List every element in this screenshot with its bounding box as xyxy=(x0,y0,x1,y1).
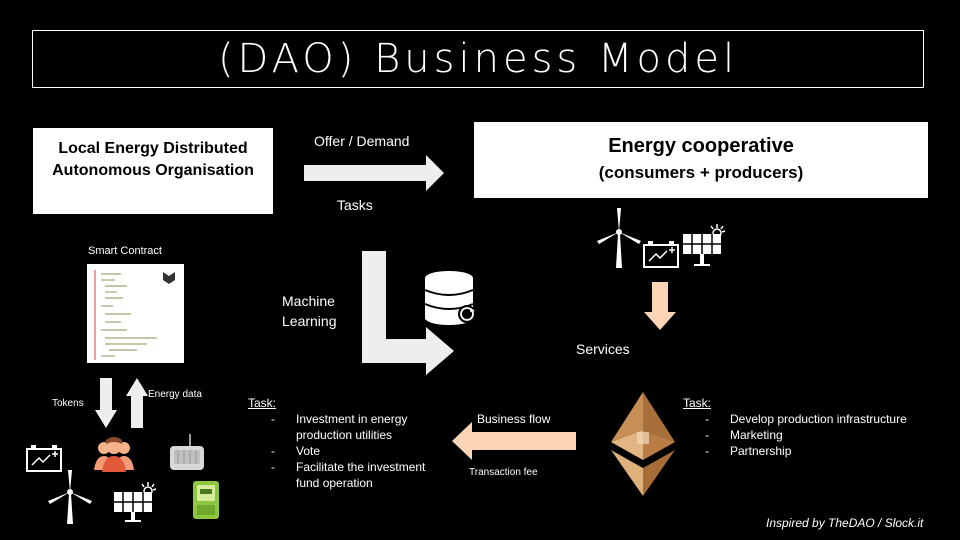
ethereum-icon xyxy=(611,392,675,496)
transaction-fee-label: Transaction fee xyxy=(469,467,538,478)
coop-box-line2: (consumers + producers) xyxy=(598,163,804,182)
community-icon xyxy=(94,437,134,472)
task-right-item: - Develop production infrastructure xyxy=(684,411,907,427)
business-flow-label: Business flow xyxy=(477,412,551,426)
services-label: Services xyxy=(576,341,630,357)
services-down-arrow xyxy=(644,282,676,330)
energy-data-up-arrow xyxy=(126,378,148,428)
task-right-item: - Marketing xyxy=(684,427,907,443)
coop-wind-turbine-icon xyxy=(597,208,641,268)
machine-label: Machine xyxy=(282,293,335,309)
tokens-down-arrow xyxy=(95,378,117,428)
offer-demand-label: Offer / Demand xyxy=(314,133,410,149)
dao-box-line1: Local Energy Distributed xyxy=(58,140,248,157)
dao-box-line2: Autonomous Organisation xyxy=(52,162,254,179)
task-left-text: Facilitate the investment xyxy=(296,460,426,474)
task-left-list: - Investment in energy production utiliti… xyxy=(250,411,425,491)
task-left-item: - Vote xyxy=(250,443,425,459)
task-right-item: - Partnership xyxy=(684,443,907,459)
task-left-text: fund operation xyxy=(296,476,373,490)
wind-turbine-icon xyxy=(48,470,92,524)
task-left-dash: - xyxy=(271,444,275,458)
task-left-text: Vote xyxy=(296,444,321,458)
credit-text: Inspired by TheDAO / Slock.it xyxy=(766,516,924,530)
learning-label: Learning xyxy=(282,313,337,329)
task-left-item: - Facilitate the investment fund operatio… xyxy=(250,459,425,491)
offer-demand-arrow xyxy=(304,155,444,191)
coop-box-line1: Energy cooperative xyxy=(608,135,794,157)
smart-contract-label: Smart Contract xyxy=(88,245,162,257)
energy-data-label: Energy data xyxy=(148,389,202,400)
tasks-label: Tasks xyxy=(337,197,373,213)
task-right-text: Marketing xyxy=(730,428,783,442)
task-left-heading: Task: xyxy=(248,396,277,410)
task-left-dash: - xyxy=(271,412,275,426)
coop-solar-panel-icon xyxy=(683,224,726,266)
tokens-label: Tokens xyxy=(52,398,84,409)
solar-panel-icon xyxy=(114,482,157,522)
task-left-dash: - xyxy=(271,460,275,474)
task-right-heading: Task: xyxy=(683,396,712,410)
page-title: (DAO) Business Model xyxy=(217,36,739,82)
coop-battery-icon xyxy=(643,241,679,268)
coop-box: Energy cooperative (consumers + producer… xyxy=(474,122,928,198)
task-left-text: Investment in energy xyxy=(296,412,408,426)
title-box: (DAO) Business Model xyxy=(32,30,924,88)
dao-box: Local Energy Distributed Autonomous Orga… xyxy=(33,128,273,214)
task-left-item: - Investment in energy production utiliti… xyxy=(250,411,425,443)
task-right-dash: - xyxy=(705,412,709,426)
battery-icon xyxy=(26,445,62,472)
database-icon xyxy=(424,271,476,325)
electric-meter-icon xyxy=(193,481,219,519)
smart-contract-image xyxy=(87,264,184,363)
task-right-text: Partnership xyxy=(730,444,792,458)
task-right-text: Develop production infrastructure xyxy=(730,412,907,426)
task-right-dash: - xyxy=(705,428,709,442)
code-lines-graphic xyxy=(94,270,175,360)
task-left-text: production utilities xyxy=(296,428,393,442)
machine-learning-arrow xyxy=(362,251,454,375)
task-right-list: - Develop production infrastructure - Ma… xyxy=(684,411,907,459)
business-flow-arrow xyxy=(452,422,576,460)
smart-meter-icon xyxy=(170,434,204,470)
task-right-dash: - xyxy=(705,444,709,458)
